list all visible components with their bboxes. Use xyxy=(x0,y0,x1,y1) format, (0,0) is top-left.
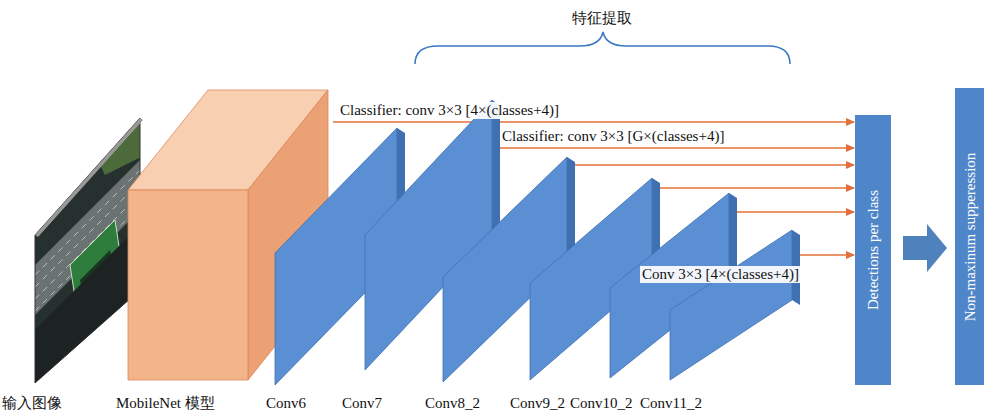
image-edge xyxy=(35,118,143,237)
input-image: 输入图像 xyxy=(35,115,143,385)
classifier-arrow xyxy=(575,164,854,165)
slab-face xyxy=(670,230,792,380)
edge-label: Classifier: conv 3×3 [G×(classes+4)] xyxy=(500,128,726,145)
bar-fill xyxy=(955,88,984,385)
vertical-caption: Non-maxinum supperession xyxy=(961,152,978,321)
classifier-arrow xyxy=(660,187,854,188)
edge-label: Classifier: conv 3×3 [4×(classes+4)] xyxy=(338,102,561,119)
group-label: 特征提取 xyxy=(572,10,632,27)
classifier-arrow xyxy=(737,211,854,212)
classifier-arrow xyxy=(333,121,854,122)
bar-fill xyxy=(855,115,891,385)
slab-side xyxy=(492,100,500,240)
layer-caption: Conv11_2 xyxy=(640,395,702,412)
vertical-caption: Detections per class xyxy=(865,190,882,310)
result-bar: Detections per class xyxy=(855,115,891,385)
feature-layer: Conv11_2 xyxy=(670,230,800,380)
layer-caption: 输入图像 xyxy=(2,395,62,412)
feature-brace xyxy=(415,32,790,64)
classifier-arrow xyxy=(500,147,854,148)
cuboid-front xyxy=(128,190,248,380)
result-bar: Non-maxinum supperession xyxy=(955,88,984,385)
layer-caption: MobileNet 模型 xyxy=(116,395,215,412)
layer-caption: Conv7 xyxy=(342,395,382,412)
classifier-arrow xyxy=(800,254,854,255)
edge-label: Conv 3×3 [4×(classes+4)] xyxy=(640,266,801,283)
image-border xyxy=(35,118,140,383)
aerial-photo xyxy=(35,115,143,385)
layer-caption: Conv6 xyxy=(266,395,306,412)
layer-caption: Conv10_2 xyxy=(570,395,633,412)
block-arrow xyxy=(903,224,947,272)
layer-caption: Conv9_2 xyxy=(510,395,565,412)
layer-caption: Conv8_2 xyxy=(425,395,480,412)
layer-slab xyxy=(670,230,800,380)
